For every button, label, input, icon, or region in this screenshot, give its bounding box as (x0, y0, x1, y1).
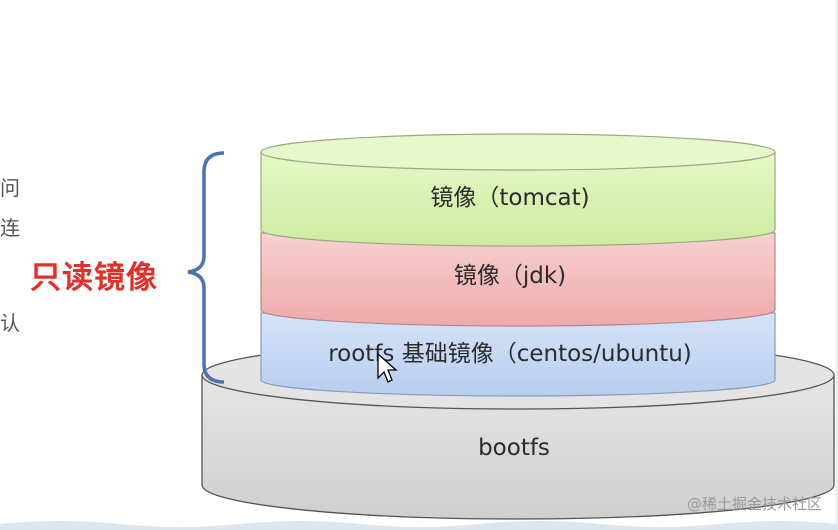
clipped-text-1: 问 (0, 176, 20, 200)
window-edge (834, 0, 838, 530)
bootfs-layer-label: bootfs (478, 435, 550, 461)
readonly-image-label: 只读镜像 (30, 260, 158, 296)
watermark: @稀土掘金技术社区 (686, 495, 822, 513)
clipped-text-2: 连 (0, 216, 20, 240)
tomcat-layer-label: 镜像（tomcat) (430, 185, 589, 211)
footer-decoration (0, 521, 838, 530)
readonly-brace (187, 151, 225, 384)
jdk-layer-label: 镜像（jdk) (454, 263, 566, 289)
mouse-cursor-icon (377, 352, 398, 383)
clipped-text-3: 认 (0, 311, 20, 335)
rootfs-layer-label: rootfs 基础镜像（centos/ubuntu) (328, 341, 692, 367)
jdk-layer (260, 232, 776, 327)
tomcat-layer (260, 133, 776, 247)
